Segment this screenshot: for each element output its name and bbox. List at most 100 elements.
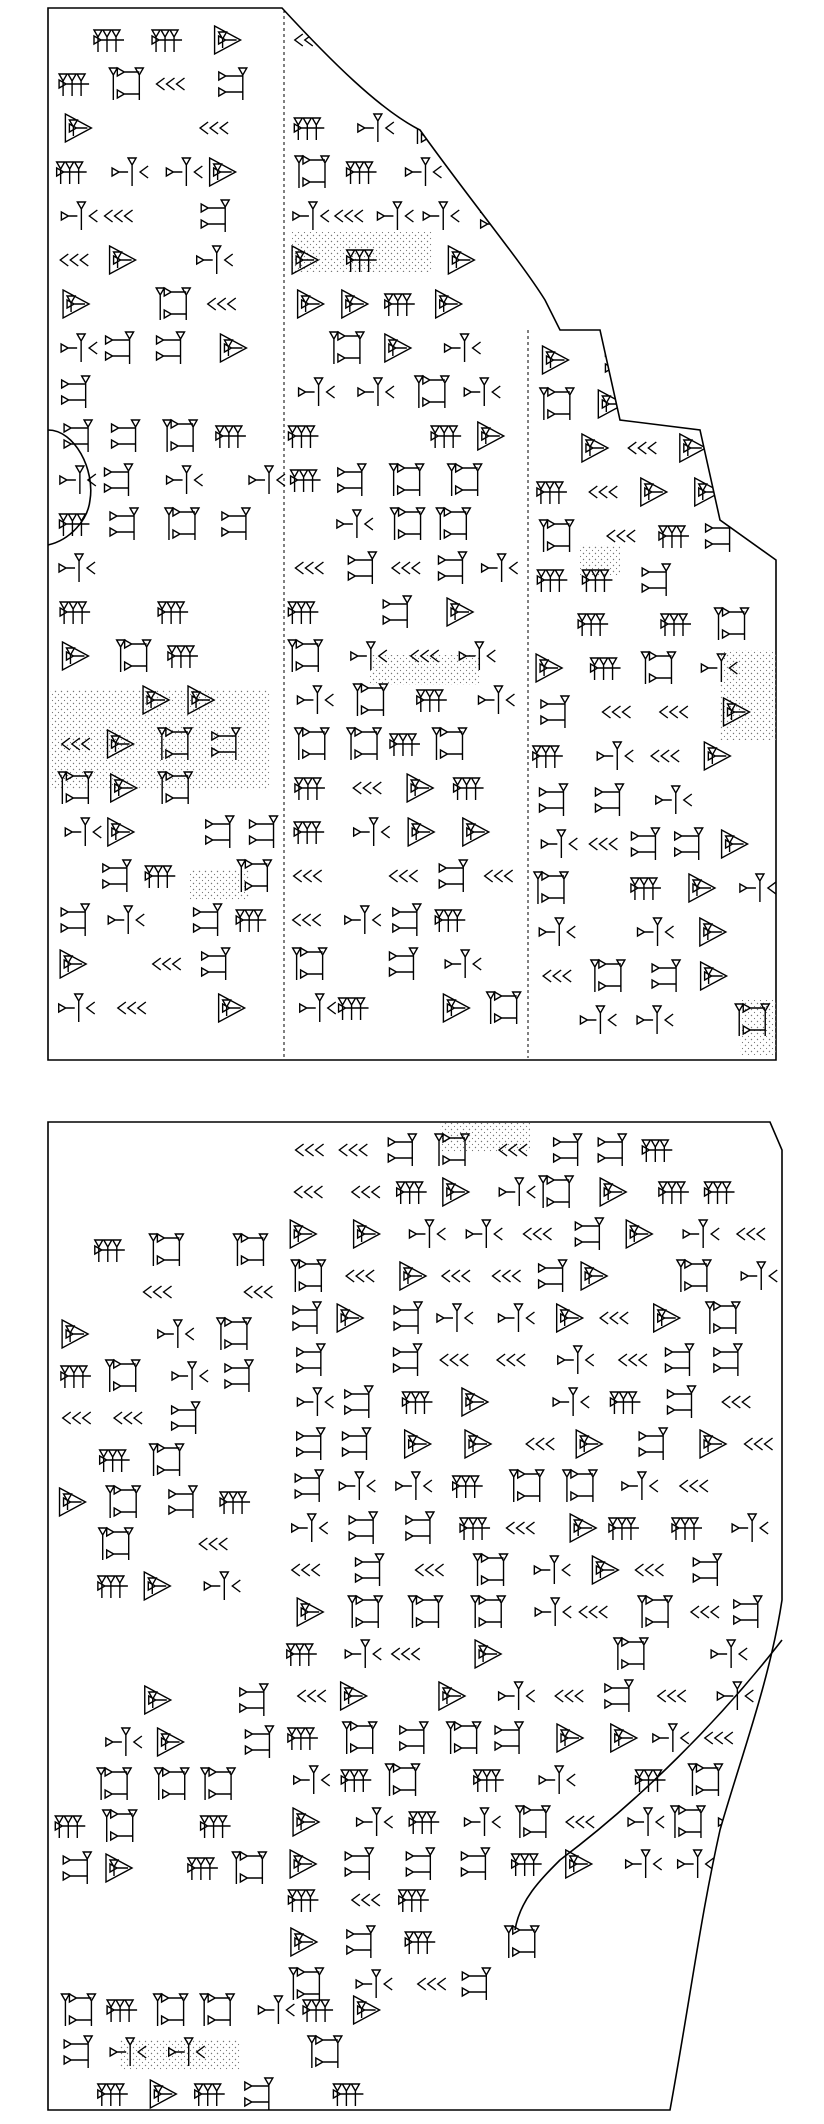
cuneiform-sign [589, 958, 627, 992]
cuneiform-sign [699, 916, 728, 948]
cuneiform-sign [200, 947, 231, 980]
cuneiform-sign [217, 992, 247, 1024]
cuneiform-sign [292, 1301, 323, 1334]
cuneiform-sign [63, 419, 94, 452]
cuneiform-sign [58, 601, 91, 624]
cuneiform-sign [687, 1762, 724, 1796]
cuneiform-sign [336, 1302, 365, 1334]
cuneiform-sign [387, 1133, 418, 1166]
cuneiform-sign [59, 465, 97, 494]
cuneiform-sign [460, 1847, 491, 1880]
cuneiform-sign [60, 375, 91, 408]
cuneiform-sign [629, 877, 661, 900]
cuneiform-sign [383, 293, 415, 316]
cuneiform-sign [688, 872, 717, 904]
cuneiform-sign [198, 1992, 236, 2026]
cuneiform-sign [345, 161, 377, 184]
cuneiform-sign [293, 154, 331, 188]
cuneiform-sign [491, 1269, 521, 1283]
cuneiform-sign [470, 1594, 507, 1628]
cuneiform-sign [503, 1924, 540, 1958]
cuneiform-sign [497, 1303, 535, 1332]
cuneiform-sign [388, 869, 419, 883]
cuneiform-sign [187, 684, 216, 716]
cuneiform-sign [574, 1217, 605, 1250]
cuneiform-sign [395, 1181, 427, 1204]
cuneiform-sign [522, 1227, 552, 1241]
cuneiform-sign [463, 377, 501, 406]
cuneiform-sign [589, 657, 621, 680]
cuneiform-sign [439, 1353, 469, 1367]
cuneiform-sign [196, 245, 234, 274]
cuneiform-sign [537, 1174, 575, 1208]
cuneiform-sign [399, 22, 436, 56]
cuneiform-sign [98, 1449, 130, 1472]
cuneiform-sign [198, 1537, 228, 1551]
cuneiform-sign [446, 596, 475, 628]
cuneiform-sign [399, 1721, 430, 1754]
cuneiform-sign [55, 161, 87, 184]
cuneiform-sign [678, 1479, 709, 1493]
cuneiform-sign [231, 1850, 268, 1884]
cuneiform-sign [689, 1605, 720, 1619]
cuneiform-sign [437, 551, 468, 584]
cuneiform-sign [199, 1815, 231, 1838]
cuneiform-sign [636, 1005, 674, 1034]
cuneiform-sign [538, 518, 575, 552]
cuneiform-sign [505, 1521, 535, 1535]
cuneiform-sign [483, 869, 514, 883]
cuneiform-sign [357, 113, 395, 142]
cuneiform-sign [293, 1765, 331, 1794]
cuneiform-sign [579, 1005, 617, 1034]
cuneiform-sign [291, 1513, 329, 1542]
cuneiform-sign [193, 2083, 225, 2106]
cuneiform-sign [93, 1239, 125, 1262]
cuneiform-sign [460, 154, 497, 188]
cuneiform-sign [152, 1992, 189, 2026]
damaged-area-stipple [120, 1122, 530, 2070]
cuneiform-sign [155, 77, 185, 91]
cuneiform-sign [60, 903, 91, 936]
cuneiform-sign [597, 1133, 628, 1166]
cuneiform-sign [153, 1766, 190, 1800]
cuneiform-sign [151, 957, 182, 971]
cuneiform-sign [474, 1638, 503, 1670]
cuneiform-sign [621, 1471, 659, 1500]
cuneiform-sign [460, 66, 497, 100]
cuneiform-sign [218, 67, 249, 100]
cuneiform-sign [206, 297, 237, 311]
cuneiform-sign [292, 869, 323, 883]
cuneiform-sign [532, 870, 570, 904]
cuneiform-sign [292, 821, 325, 844]
cuneiform-sign [652, 1723, 690, 1752]
cuneiform-sign [198, 121, 229, 135]
cuneiform-sign [108, 66, 145, 100]
cuneiform-sign [293, 726, 330, 760]
cuneiform-sign [166, 645, 198, 668]
cuneiform-sign [352, 1218, 382, 1250]
cuneiform-sign [465, 25, 503, 54]
cuneiform-sign [403, 1428, 433, 1460]
cuneiform-sign [414, 1563, 444, 1577]
cuneiform-sign [477, 685, 515, 714]
cuneiform-sign [192, 903, 223, 936]
cuneiform-sign [109, 2037, 147, 2066]
cuneiform-sign [535, 481, 567, 504]
cuneiform-sign [328, 330, 366, 364]
cuneiform-sign [435, 506, 472, 540]
cuneiform-sign [446, 462, 483, 496]
cuneiform-sign [144, 865, 176, 888]
cuneiform-sign [682, 1219, 720, 1248]
cuneiform-sign [92, 29, 124, 52]
cuneiform-sign [636, 917, 674, 946]
cuneiform-sign [710, 1639, 748, 1668]
cuneiform-sign [339, 1680, 369, 1712]
cuneiform-sign [338, 1143, 368, 1157]
cuneiform-sign [514, 1804, 552, 1838]
cuneiform-sign [472, 1552, 509, 1586]
cuneiform-sign [64, 817, 102, 846]
cuneiform-sign [525, 1437, 555, 1451]
cuneiform-sign [415, 689, 447, 712]
cuneiform-sign [733, 1595, 763, 1628]
cuneiform-signs-lower [54, 1132, 778, 2110]
